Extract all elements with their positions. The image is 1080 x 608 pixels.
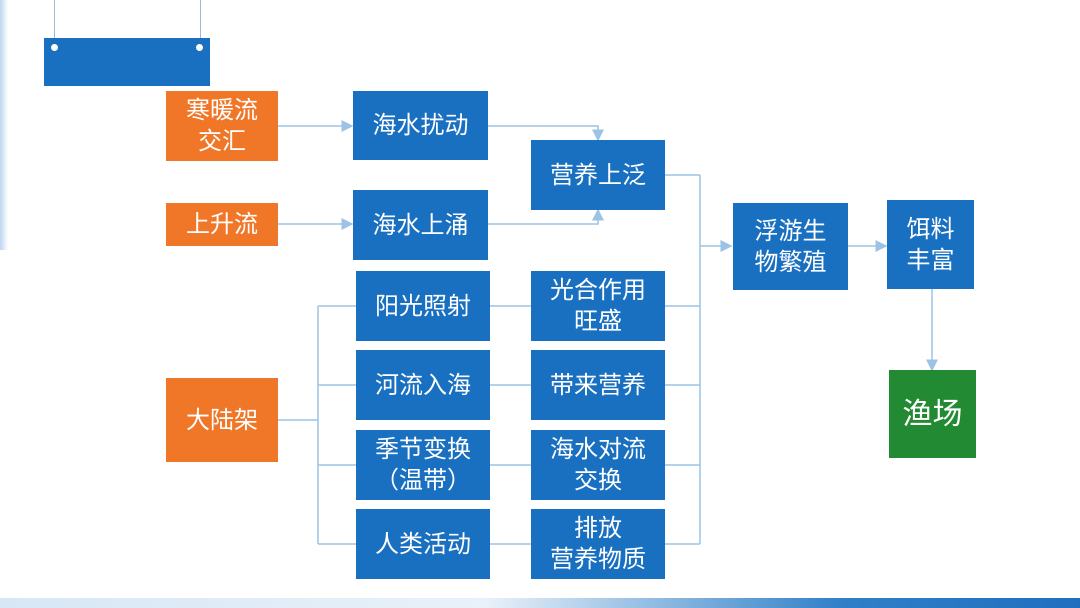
node-seawater-convection: 海水对流 交换 bbox=[531, 430, 665, 500]
link-raodong-fanyang bbox=[488, 125, 604, 142]
node-bring-nutrients: 带来营养 bbox=[531, 350, 665, 420]
node-sunlight: 阳光照射 bbox=[356, 271, 490, 341]
slide-bottom-bar bbox=[0, 598, 1080, 608]
node-seawater-disturbance: 海水扰动 bbox=[353, 91, 488, 160]
link-shangyong-fanyang bbox=[488, 208, 604, 225]
sign-hanger-left bbox=[54, 0, 55, 46]
node-fishing-ground: 渔场 bbox=[889, 370, 976, 458]
sign-pin-right bbox=[196, 44, 203, 51]
node-photosynthesis: 光合作用 旺盛 bbox=[531, 271, 665, 341]
node-continental-shelf: 大陆架 bbox=[166, 378, 278, 462]
node-human-activity: 人类活动 bbox=[356, 509, 490, 579]
node-seawater-surge: 海水上涌 bbox=[353, 190, 488, 260]
sign-hanger-right bbox=[200, 0, 201, 46]
node-upwelling-current: 上升流 bbox=[166, 203, 278, 246]
title-sign bbox=[44, 38, 210, 86]
sign-pin-left bbox=[51, 44, 58, 51]
node-warm-cold-current-convergence: 寒暖流 交汇 bbox=[166, 91, 278, 161]
slide-left-accent bbox=[0, 0, 8, 250]
node-nutrient-upwelling: 营养上泛 bbox=[531, 140, 665, 210]
node-rivers-into-sea: 河流入海 bbox=[356, 350, 490, 420]
node-seasonal-change: 季节变换 （温带） bbox=[356, 430, 490, 500]
node-abundant-food: 饵料 丰富 bbox=[887, 200, 974, 289]
node-discharge-nutrients: 排放 营养物质 bbox=[531, 509, 665, 579]
node-plankton-reproduction: 浮游生 物繁殖 bbox=[733, 203, 848, 290]
